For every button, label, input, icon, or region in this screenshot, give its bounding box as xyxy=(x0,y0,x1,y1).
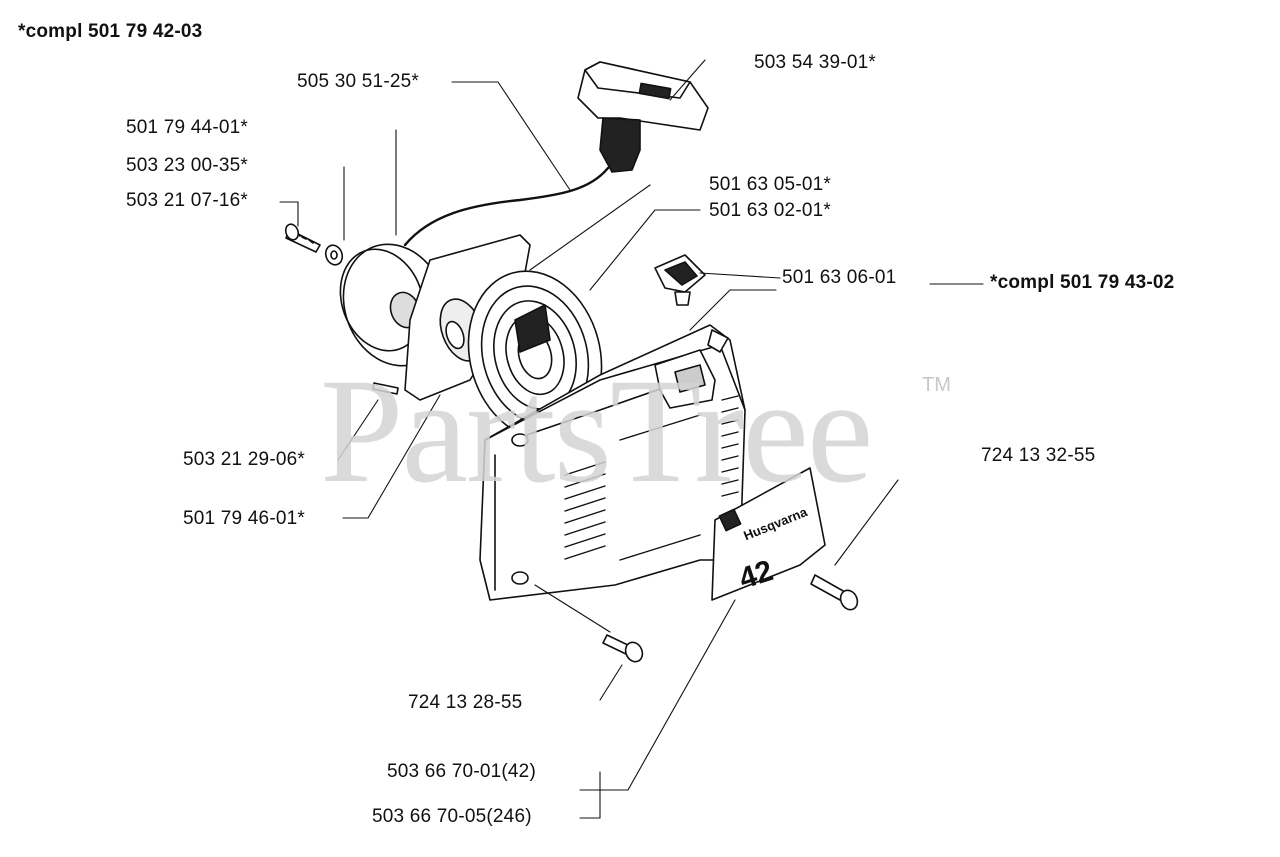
part-label: 501 63 02-01* xyxy=(709,200,831,221)
leader-lines xyxy=(279,59,984,819)
part-label: 501 63 06-01 xyxy=(782,267,897,288)
part-label: 503 21 29-06* xyxy=(183,449,305,470)
plate-screw xyxy=(372,382,399,395)
watermark: PartsTree xyxy=(320,348,873,514)
part-label: 505 30 51-25* xyxy=(297,71,419,92)
part-label: 503 66 70-01(42) xyxy=(387,761,536,782)
pulley-screw xyxy=(284,223,321,253)
starter-rope xyxy=(403,166,610,247)
part-label: 724 13 28-55 xyxy=(408,692,523,713)
watermark-trademark: TM xyxy=(922,374,951,396)
part-label: 503 23 00-35* xyxy=(126,155,248,176)
washer xyxy=(324,244,344,266)
starter-handle xyxy=(577,61,709,173)
cover-screw-right xyxy=(810,574,859,611)
cover-screw-bottom xyxy=(602,634,644,663)
part-label: 724 13 32-55 xyxy=(981,445,1096,466)
assembly-label-compl-43: *compl 501 79 43-02 xyxy=(990,272,1175,293)
model-decal xyxy=(711,467,826,601)
starter-cover xyxy=(479,324,746,601)
part-label: 501 63 05-01* xyxy=(709,174,831,195)
part-label: 503 66 70-05(246) xyxy=(372,806,532,827)
part-label: 501 79 46-01* xyxy=(183,508,305,529)
handle-insert xyxy=(654,254,706,306)
part-label: 501 79 44-01* xyxy=(126,117,248,138)
part-label: 503 21 07-16* xyxy=(126,190,248,211)
part-label: 503 54 39-01* xyxy=(754,52,876,73)
assembly-label-compl-42: *compl 501 79 42-03 xyxy=(18,21,203,42)
